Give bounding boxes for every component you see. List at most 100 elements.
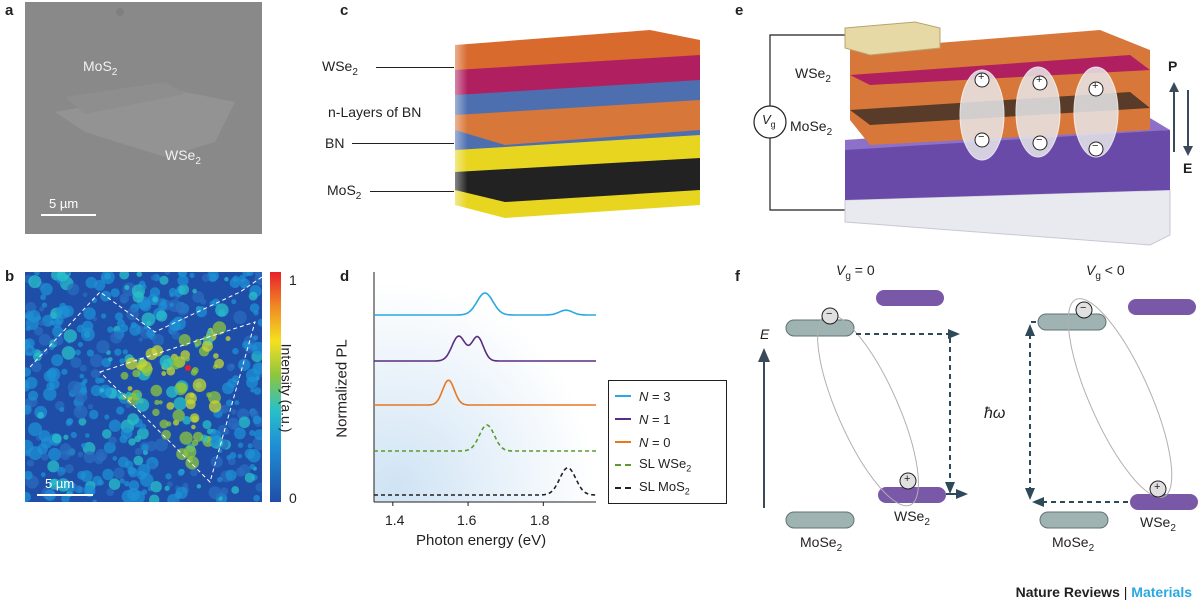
map-texture-dot <box>39 320 45 326</box>
map-texture-dot <box>177 382 188 393</box>
map-texture-dot <box>229 452 237 459</box>
map-texture-dot <box>231 409 237 415</box>
map-texture-dot <box>166 386 178 398</box>
map-texture-dot <box>92 499 97 502</box>
x-tick-label: 1.6 <box>457 512 477 528</box>
map-texture-dot <box>47 460 60 473</box>
chart-background <box>374 272 596 502</box>
map-texture-dot <box>135 398 150 412</box>
map-texture-dot <box>40 283 53 296</box>
map-texture-dot <box>81 443 86 448</box>
map-texture-dot <box>171 331 180 340</box>
map-texture-dot <box>172 409 185 422</box>
map-texture-dot <box>141 284 147 290</box>
map-texture-dot <box>57 481 63 487</box>
map-texture-dot <box>117 456 129 468</box>
map-texture-dot <box>127 413 139 425</box>
map-texture-dot <box>30 361 42 373</box>
map-texture-dot <box>39 306 45 312</box>
map-texture-dot <box>119 272 130 280</box>
map-texture-dot <box>131 490 145 502</box>
map-texture-dot <box>206 392 212 398</box>
map-texture-dot <box>138 358 148 368</box>
map-texture-dot <box>128 480 140 491</box>
map-texture-dot <box>208 486 222 500</box>
map-texture-dot <box>108 436 117 445</box>
map-texture-dot <box>83 451 96 464</box>
map-texture-dot <box>152 296 158 303</box>
map-texture-dot <box>166 421 172 427</box>
map-texture-dot <box>229 363 235 369</box>
hole-symbol: + <box>1092 80 1099 92</box>
map-texture-dot <box>96 340 110 354</box>
map-texture-dot <box>41 453 49 461</box>
map-texture-dot <box>101 313 107 319</box>
hole-symbol: + <box>978 71 985 83</box>
map-texture-dot <box>225 469 237 481</box>
map-texture-dot <box>50 478 58 486</box>
map-texture-dot <box>177 275 189 287</box>
map-texture-dot <box>93 317 97 322</box>
colorbar-min: 0 <box>289 490 297 506</box>
map-texture-dot <box>122 349 128 355</box>
leader-line <box>376 67 454 68</box>
map-texture-dot <box>38 333 51 346</box>
scale-bar-label: 5 µm <box>49 196 79 211</box>
map-texture-dot <box>120 324 129 333</box>
map-texture-dot <box>201 340 213 352</box>
wse2-label: WSe2 <box>165 147 201 167</box>
legend-label: N = 0 <box>639 434 671 450</box>
map-texture-dot <box>146 440 157 452</box>
map-texture-dot <box>138 337 144 342</box>
map-texture-dot <box>175 499 181 502</box>
map-texture-dot <box>84 485 96 497</box>
map-texture-dot <box>106 488 115 497</box>
map-texture-dot <box>28 390 39 401</box>
map-texture-dot <box>128 438 136 446</box>
map-texture-dot <box>141 489 148 495</box>
flake-outline <box>99 321 256 483</box>
wse2-label: WSe2 <box>894 508 930 528</box>
map-texture-dot <box>104 414 110 420</box>
map-texture-dot <box>190 468 198 477</box>
map-texture-dot <box>127 386 133 391</box>
legend-label: SL MoS2 <box>639 479 690 497</box>
map-texture-dot <box>99 388 105 393</box>
map-texture-dot <box>253 494 260 502</box>
panel-c-letter: c <box>340 2 349 19</box>
hole-symbol: + <box>1154 481 1161 493</box>
electron-symbol: − <box>1092 140 1099 152</box>
map-texture-dot <box>110 288 120 298</box>
map-texture-dot <box>254 429 262 441</box>
map-texture-dot <box>218 496 223 501</box>
map-texture-dot <box>158 400 163 405</box>
map-texture-dot <box>87 403 94 410</box>
map-texture-dot <box>28 275 42 289</box>
map-texture-dot <box>143 325 149 330</box>
map-texture-dot <box>25 367 32 377</box>
map-texture-dot <box>212 321 227 335</box>
map-texture-dot <box>70 431 77 439</box>
map-texture-dot <box>164 272 171 276</box>
panel-b-letter: b <box>5 268 15 285</box>
map-texture-dot <box>40 472 46 477</box>
wse2-label: WSe2 <box>1140 514 1176 534</box>
map-texture-dot <box>76 406 82 412</box>
mose2-label: MoSe2 <box>790 118 833 138</box>
legend-swatch <box>615 441 631 443</box>
right-diagram-title: Vg < 0 <box>1086 262 1125 282</box>
map-texture-dot <box>136 470 147 480</box>
map-texture-dot <box>74 349 81 356</box>
map-texture-dot <box>166 481 173 488</box>
energy-axis-label: E <box>760 326 770 342</box>
panel-d-letter: d <box>340 268 350 285</box>
map-texture-dot <box>252 415 262 425</box>
map-texture-dot <box>124 285 130 290</box>
map-texture-dot <box>132 369 141 378</box>
map-texture-dot <box>252 362 262 375</box>
credit-separator: | <box>1123 584 1128 600</box>
map-texture-dot <box>159 419 169 429</box>
legend-entry: SL WSe2 <box>615 456 691 474</box>
legend-label: N = 1 <box>639 411 671 427</box>
